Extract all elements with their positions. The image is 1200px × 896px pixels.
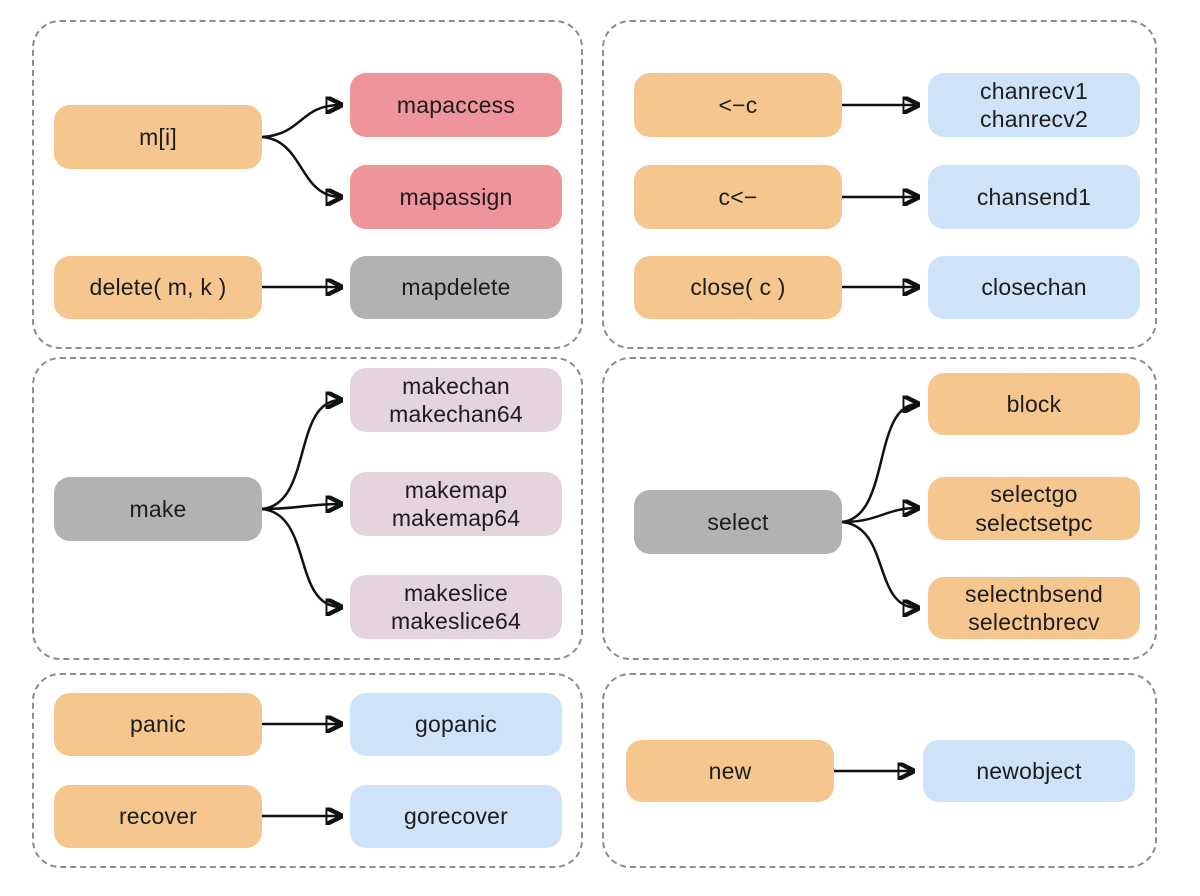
node-block-label: block (1006, 390, 1062, 417)
node-mapassign: mapassign (350, 165, 562, 229)
node-gopanic: gopanic (350, 693, 562, 756)
node-mapassign-label: mapassign (399, 183, 513, 210)
node-newobject: newobject (923, 740, 1135, 802)
node-selectnb: selectnbsend selectnbrecv (928, 577, 1140, 639)
node-chansend-label: chansend1 (976, 183, 1092, 210)
node-chan-recv-expr-label: <−c (718, 91, 758, 118)
node-makeslice: makeslice makeslice64 (350, 575, 562, 639)
node-closechan-label: closechan (981, 274, 1087, 301)
node-chan-send-expr-label: c<− (718, 183, 758, 210)
panel-channel-operations (602, 20, 1157, 349)
node-make: make (54, 477, 262, 541)
node-m-index-label: m[i] (139, 123, 177, 150)
node-chan-send-expr: c<− (634, 165, 842, 229)
panel-map-operations (32, 20, 583, 349)
node-panic: panic (54, 693, 262, 756)
node-makeslice-label: makeslice makeslice64 (390, 579, 522, 634)
node-makechan-label: makechan makechan64 (389, 372, 523, 427)
node-mapaccess: mapaccess (350, 73, 562, 137)
node-gopanic-label: gopanic (415, 711, 497, 738)
node-delete-call-label: delete( m, k ) (89, 274, 227, 301)
node-gorecover-label: gorecover (403, 803, 509, 830)
node-delete-call: delete( m, k ) (54, 256, 262, 319)
node-chanrecv-label: chanrecv1 chanrecv2 (980, 77, 1088, 132)
node-block: block (928, 373, 1140, 435)
node-mapdelete: mapdelete (350, 256, 562, 319)
node-selectgo: selectgo selectsetpc (928, 477, 1140, 540)
node-make-label: make (129, 495, 187, 522)
node-selectgo-label: selectgo selectsetpc (975, 481, 1093, 536)
node-gorecover: gorecover (350, 785, 562, 848)
node-new: new (626, 740, 834, 802)
node-makemap-label: makemap makemap64 (391, 476, 521, 531)
node-close-call-label: close( c ) (690, 274, 786, 301)
node-mapdelete-label: mapdelete (401, 274, 511, 301)
node-chanrecv: chanrecv1 chanrecv2 (928, 73, 1140, 137)
node-closechan: closechan (928, 256, 1140, 319)
node-m-index: m[i] (54, 105, 262, 169)
node-new-label: new (708, 757, 752, 784)
node-newobject-label: newobject (976, 757, 1082, 784)
node-chan-recv-expr: <−c (634, 73, 842, 137)
node-select-label: select (707, 508, 769, 535)
node-chansend: chansend1 (928, 165, 1140, 229)
node-selectnb-label: selectnbsend selectnbrecv (965, 580, 1103, 635)
node-panic-label: panic (130, 711, 186, 738)
node-close-call: close( c ) (634, 256, 842, 319)
node-select: select (634, 490, 842, 554)
panel-select (602, 357, 1157, 660)
panel-panic-recover (32, 673, 583, 868)
node-makemap: makemap makemap64 (350, 472, 562, 536)
panel-make (32, 357, 583, 660)
node-makechan: makechan makechan64 (350, 368, 562, 432)
node-recover-label: recover (118, 803, 198, 830)
panel-new (602, 673, 1157, 868)
node-mapaccess-label: mapaccess (396, 91, 516, 118)
node-recover: recover (54, 785, 262, 848)
